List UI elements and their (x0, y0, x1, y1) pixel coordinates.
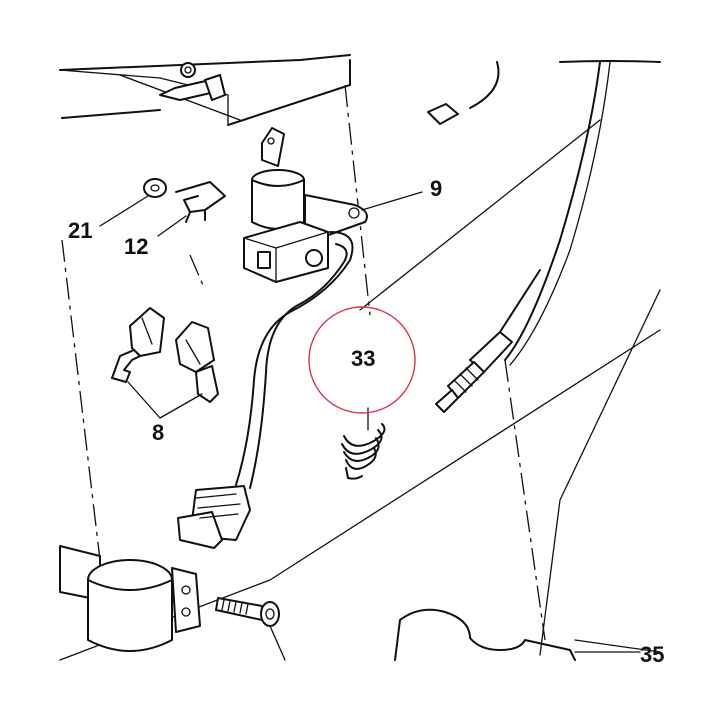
sensor-connector (427, 61, 500, 125)
spring-part (341, 423, 386, 480)
wire-harness (177, 231, 354, 549)
key-left (111, 307, 165, 383)
handlebar-clamp (59, 545, 201, 652)
label-part-8: 8 (152, 420, 164, 445)
label-part-33: 33 (351, 346, 375, 371)
ignition-switch (243, 127, 368, 283)
label-part-9: 9 (430, 176, 442, 201)
label-part-12: 12 (124, 234, 148, 259)
spring-clip-part (175, 181, 226, 223)
bolt-part (215, 597, 286, 661)
control-cable (435, 269, 541, 413)
key-right (175, 321, 219, 403)
highlight-circle (308, 306, 416, 414)
label-part-35: 35 (640, 642, 664, 667)
washer-part (143, 178, 167, 198)
label-part-21: 21 (68, 218, 92, 243)
frame-structure (59, 54, 661, 661)
bracket-clip-hardware (159, 62, 226, 101)
callout-leaders (99, 191, 641, 653)
